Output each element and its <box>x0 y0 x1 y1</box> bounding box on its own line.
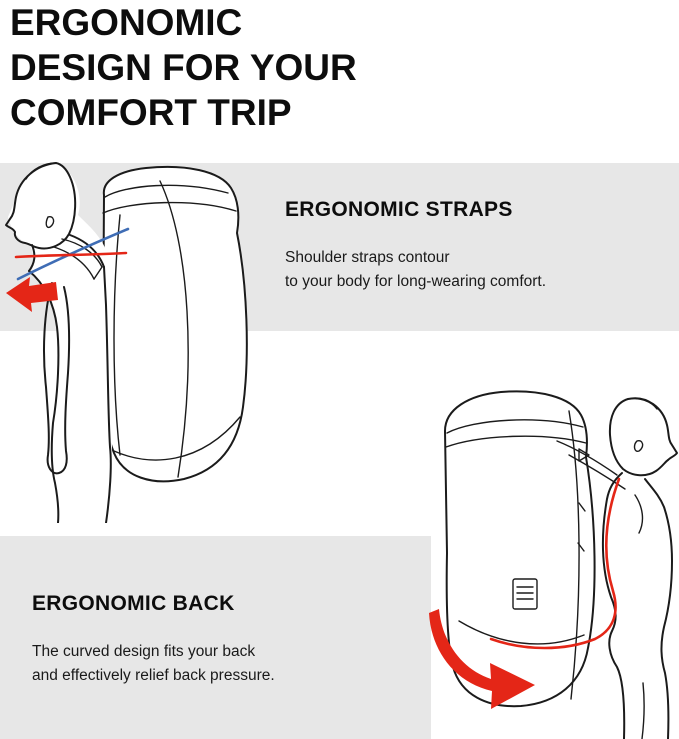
straps-section: ERGONOMIC STRAPS Shoulder straps contour… <box>285 198 546 294</box>
straps-heading: ERGONOMIC STRAPS <box>285 198 513 221</box>
person-right-icon <box>556 397 678 739</box>
backpack-right-icon <box>444 390 596 708</box>
back-body-line-1: The curved design fits your back <box>32 643 256 660</box>
page-title: ERGONOMIC DESIGN FOR YOUR COMFORT TRIP <box>10 0 357 135</box>
person-left-icon <box>5 162 112 523</box>
title-line-1: ERGONOMIC <box>10 2 243 43</box>
back-curve-line <box>489 477 621 650</box>
back-section: ERGONOMIC BACK The curved design fits yo… <box>32 592 275 688</box>
back-body-line-2: and effectively relief back pressure. <box>32 667 275 684</box>
strap-line-red <box>14 251 128 259</box>
left-figure-illustration <box>5 162 248 523</box>
curved-arrow-icon <box>429 609 535 709</box>
strap-buckle-icon <box>578 448 590 462</box>
right-figure-illustration <box>429 390 678 739</box>
backpack-left-icon <box>101 165 248 483</box>
back-section-background <box>0 536 431 739</box>
left-arrow-icon <box>6 277 58 312</box>
straps-body-line-2: to your body for long-wearing comfort. <box>285 273 547 290</box>
strap-contour-lines <box>6 227 130 312</box>
back-heading: ERGONOMIC BACK <box>32 592 235 615</box>
title-line-2: DESIGN FOR YOUR <box>10 47 357 88</box>
title-line-3: COMFORT TRIP <box>10 92 292 133</box>
straps-body-line-1: Shoulder straps contour <box>285 249 450 266</box>
